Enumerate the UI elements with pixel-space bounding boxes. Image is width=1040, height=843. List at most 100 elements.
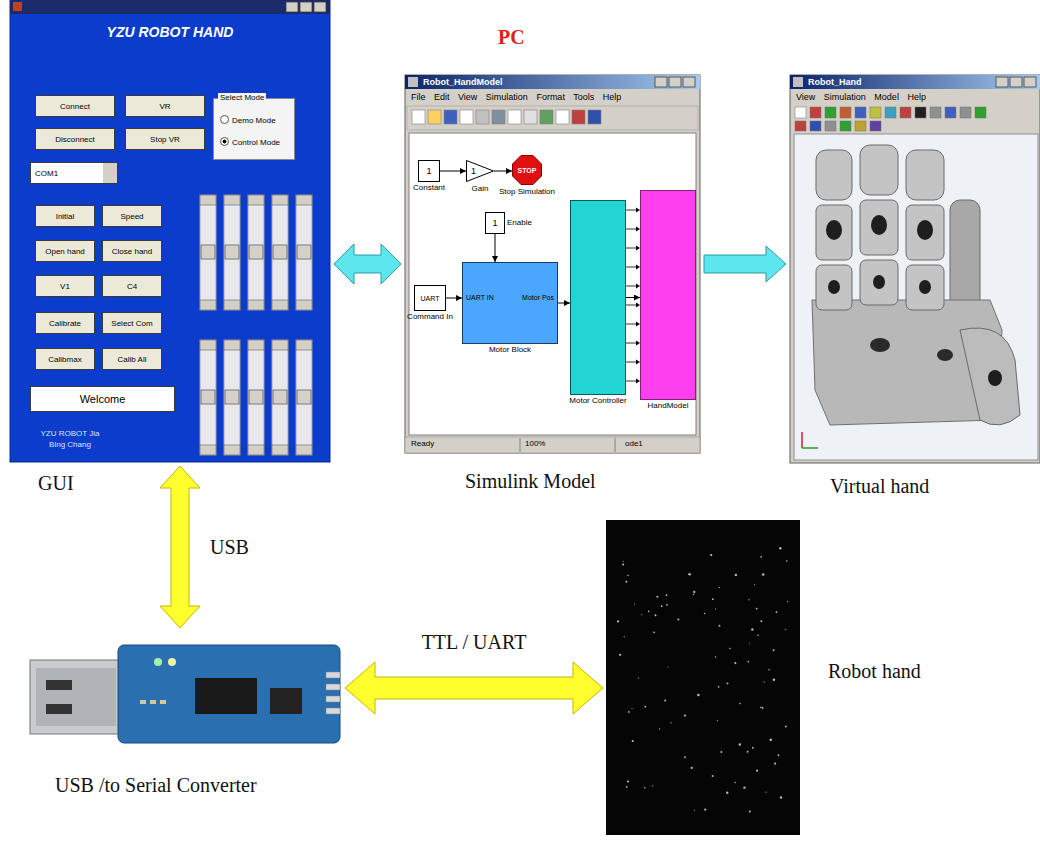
joint-hole (871, 215, 887, 235)
photo-speck (734, 662, 736, 664)
block-arrow (704, 246, 786, 282)
usb-plug-face (36, 668, 116, 726)
signal-line (495, 234, 496, 262)
slider-arrow-box (248, 340, 264, 350)
button-label: Close hand (112, 247, 152, 256)
axis-line (802, 447, 818, 449)
slider-arrow-box (296, 195, 312, 205)
block-value: 1 (471, 166, 476, 176)
window-title: Robot_Hand (808, 76, 862, 88)
toolbar-icon (885, 107, 896, 118)
toolbar-icon (508, 110, 521, 124)
block-name: Command In (407, 312, 453, 321)
photo-speck (694, 810, 695, 811)
menu-bar: File Edit View Simulation Format Tools H… (411, 92, 621, 102)
photo-speck (717, 720, 718, 721)
button-label: VR (159, 102, 170, 111)
button-label: Open hand (45, 247, 85, 256)
author-credit: YZU ROBOT Jia Bing Chang (40, 428, 100, 450)
finger-segment (906, 265, 944, 310)
photo-speck (641, 614, 642, 615)
caption: GUI (38, 472, 74, 495)
window-button (300, 2, 312, 12)
photo-speck (749, 810, 751, 812)
photo-speck (652, 785, 653, 786)
toolbar-icon (412, 110, 425, 124)
slider-arrow-box (296, 300, 312, 310)
enable-block: 1Enable (485, 212, 505, 234)
gui-button: Disconnect (35, 128, 115, 150)
dropdown-value: COM1 (35, 169, 58, 178)
led (168, 658, 176, 666)
gui-window-frame (10, 0, 330, 462)
photo-speck (787, 601, 788, 602)
slider-arrow-box (272, 300, 288, 310)
toolbar-icon (795, 107, 806, 118)
window-button (655, 77, 667, 87)
block-name: Motor Controller (569, 396, 626, 405)
input-block: UARTCommand In (414, 285, 446, 311)
button-label: Calibmax (48, 355, 81, 364)
viewer-canvas (794, 134, 1038, 460)
slider-thumb (225, 390, 239, 404)
toolbar-icon (930, 107, 941, 118)
button-label: C4 (127, 282, 137, 291)
toolbar-icon (900, 107, 911, 118)
photo-speck (677, 618, 679, 620)
signal-line (494, 171, 512, 172)
photo-speck (670, 722, 671, 723)
photo-speck (778, 754, 780, 756)
toolbar (407, 106, 698, 130)
slider-arrow-box (224, 300, 240, 310)
photo-speck (785, 629, 786, 630)
toolbar-icon (428, 110, 441, 124)
photo-speck (715, 609, 716, 610)
button-label: Disconnect (55, 135, 95, 144)
photo-speck (760, 556, 762, 558)
radio-label: Demo Mode (220, 115, 276, 125)
slider-arrow-box (200, 195, 216, 205)
header-pin (326, 672, 340, 678)
photo-speck (729, 648, 730, 649)
slider-thumb (273, 390, 287, 404)
status-box: Welcome (30, 386, 175, 412)
photo-speck (623, 561, 624, 562)
robot-hand-photo: Robot hand (606, 520, 800, 835)
toolbar-icon (825, 107, 836, 118)
slider-track (224, 195, 240, 310)
photo-speck (719, 625, 721, 627)
toolbar-icon (588, 110, 601, 124)
slider-thumb (201, 245, 215, 259)
finger-segment (906, 150, 944, 200)
toolbar-icon (975, 107, 986, 118)
toolbar-icon (825, 121, 836, 131)
photo-speck (624, 636, 625, 637)
photo-speck (712, 775, 714, 777)
block-arrow (334, 244, 401, 284)
status-text: ode1 (625, 439, 643, 448)
slider-track (296, 340, 312, 455)
slider-track (296, 195, 312, 310)
photo-speck (628, 711, 630, 713)
connector-label: USB (208, 536, 251, 559)
toolbar-icon (945, 107, 956, 118)
slider-arrow-box (248, 300, 264, 310)
slider-track (248, 195, 264, 310)
slider-track (200, 340, 216, 455)
toolbar-icon (870, 121, 881, 131)
finger-segment (816, 265, 852, 310)
joint-hole (937, 349, 953, 361)
slider-arrow-box (296, 340, 312, 350)
axis-line (801, 432, 803, 448)
slider-arrow-box (272, 340, 288, 350)
status-bar (405, 437, 700, 453)
photo-speck (648, 611, 650, 613)
stop-block: STOPStop Simulation (512, 155, 542, 185)
gui-button: Speed (102, 205, 162, 227)
photo-speck (718, 686, 720, 688)
joint-hole (828, 280, 840, 294)
slider-track (200, 195, 216, 310)
block-name: HandModel (648, 401, 689, 410)
